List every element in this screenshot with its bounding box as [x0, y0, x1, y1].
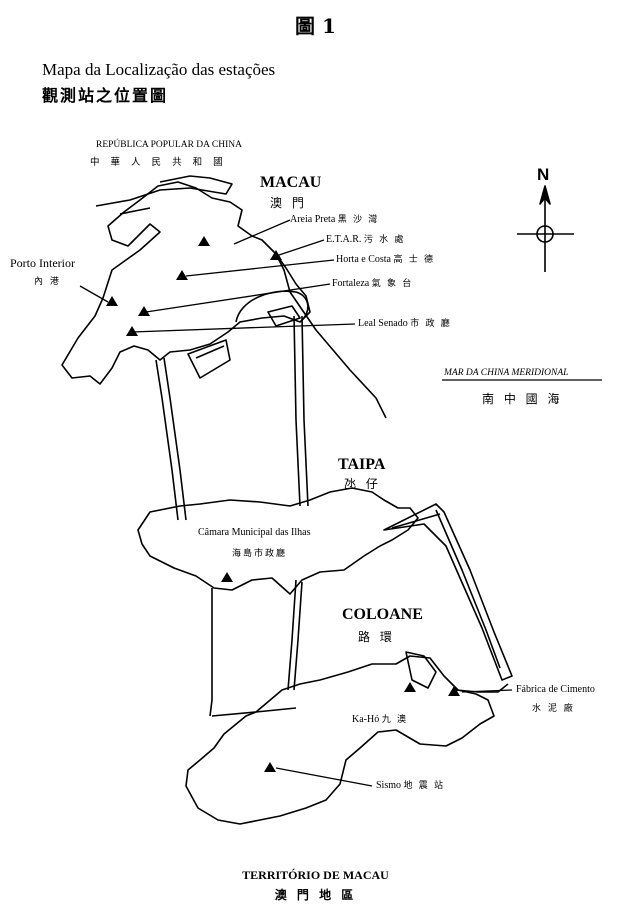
bridge-1: [155, 359, 179, 521]
sea-label-pt: MAR DA CHINA MERIDIONAL: [444, 368, 569, 378]
taipa-label-zh: 氹 仔: [344, 477, 381, 491]
station-sismo-label: Sismo 地 震 站: [376, 778, 445, 791]
station-name-pt: Sismo: [376, 780, 402, 791]
etar-road: [277, 257, 387, 419]
bridge-2b: [301, 315, 309, 507]
reclamation-area: [187, 305, 301, 379]
china-label-pt: REPÚBLICA POPULAR DA CHINA: [96, 140, 242, 150]
airport-runway-inner: [435, 509, 501, 669]
station-horta-marker: [176, 270, 188, 280]
leader-porto: [79, 285, 109, 303]
station-camara-label-zh: 海島市政廳: [232, 549, 288, 559]
kaho-peninsula: [405, 651, 437, 689]
coloane-outline: [185, 655, 495, 825]
compass-circle: [536, 225, 554, 243]
coloane-label-pt: COLOANE: [342, 606, 423, 623]
taipa-outline: [137, 487, 419, 595]
station-name-zh: 九 澳: [381, 714, 408, 724]
station-name-pt: Fortaleza: [332, 278, 370, 289]
station-fortaleza-marker: [138, 306, 150, 316]
station-name-pt: Horta e Costa: [336, 254, 391, 265]
bridge-1b: [163, 357, 187, 521]
station-cimento-label-zh: 水 泥 廠: [532, 704, 575, 714]
station-name-zh: 地 震 站: [403, 780, 446, 790]
station-porto-marker: [106, 296, 118, 306]
coloane-label-zh: 路 環: [358, 630, 395, 644]
leader-sismo: [275, 767, 373, 787]
station-name-zh: 黑 沙 灣: [337, 214, 380, 224]
leader-etar: [275, 239, 325, 257]
station-cimento-label-pt: Fábrica de Cimento: [516, 684, 595, 695]
porto-label-pt: Porto Interior: [10, 256, 75, 270]
station-name-zh: 氣 象 台: [371, 278, 414, 288]
leader-horta: [185, 259, 335, 277]
macau-peninsula-outline: [61, 181, 311, 385]
station-etar-marker: [270, 250, 282, 260]
fortaleza-loop: [235, 290, 309, 323]
station-name-pt: Leal Senado: [358, 318, 408, 329]
porto-label-zh: 內 港: [34, 277, 61, 287]
leader-cimento: [461, 689, 513, 693]
leader-fortaleza: [145, 283, 331, 313]
station-leal-senado-marker: [126, 326, 138, 336]
macau-label-pt: MACAU: [260, 174, 322, 191]
station-leal-senado-label: Leal Senado 市 政 廳: [358, 316, 452, 329]
figure-title: 圖 1: [295, 14, 336, 38]
airport-taxi: [391, 513, 441, 529]
leader-areia-preta: [233, 219, 291, 245]
causeway-right2: [293, 581, 303, 691]
station-cimento-marker: [448, 686, 460, 696]
station-name-zh: 市 政 廳: [410, 318, 452, 328]
causeway-right: [287, 579, 297, 691]
station-camara-label-pt: Câmara Municipal das Ilhas: [198, 527, 311, 538]
station-horta-label: Horta e Costa 高 士 德: [336, 252, 435, 265]
station-name-pt: Areia Preta: [290, 214, 336, 225]
coloane-road: [211, 707, 297, 717]
station-name-zh: 高 士 德: [393, 254, 436, 264]
station-kaho-marker: [404, 682, 416, 692]
taipa-label-pt: TAIPA: [338, 456, 386, 473]
china-coastline: [95, 175, 233, 215]
cement-pier: [455, 683, 509, 693]
compass-north-label: N: [537, 165, 550, 184]
station-name-pt: Ka-Hó: [352, 714, 380, 725]
map-title-pt: Mapa da Localização das estações: [42, 60, 276, 79]
footer-title-pt: TERRITÓRIO DE MACAU: [242, 868, 389, 882]
footer-title-zh: 澳 門 地 區: [274, 888, 357, 902]
station-areia-preta-label: Areia Preta 黑 沙 灣: [290, 212, 379, 225]
bridge-2: [293, 315, 301, 507]
station-fortaleza-label: Fortaleza 氣 象 台: [332, 276, 413, 289]
compass-head: [539, 185, 551, 205]
macau-label-zh: 澳 門: [270, 196, 307, 210]
station-areia-preta-marker: [198, 236, 210, 246]
map-title-zh: 觀測站之位置圖: [42, 86, 169, 105]
station-name-zh: 污 水 處: [363, 234, 406, 244]
leader-leal-senado: [131, 323, 356, 333]
china-label-zh: 中 華 人 民 共 和 國: [90, 157, 227, 168]
causeway-left: [209, 588, 213, 717]
station-kaho-label: Ka-Hó 九 澳: [352, 712, 408, 725]
station-etar-label: E.T.A.R. 污 水 處: [326, 232, 405, 245]
airport-runway: [383, 503, 513, 681]
station-camara-marker: [221, 572, 233, 582]
sea-label-zh: 南 中 國 海: [482, 392, 563, 406]
station-name-pt: E.T.A.R.: [326, 234, 362, 245]
station-sismo-marker: [264, 762, 276, 772]
compass-arrow: [517, 190, 574, 272]
